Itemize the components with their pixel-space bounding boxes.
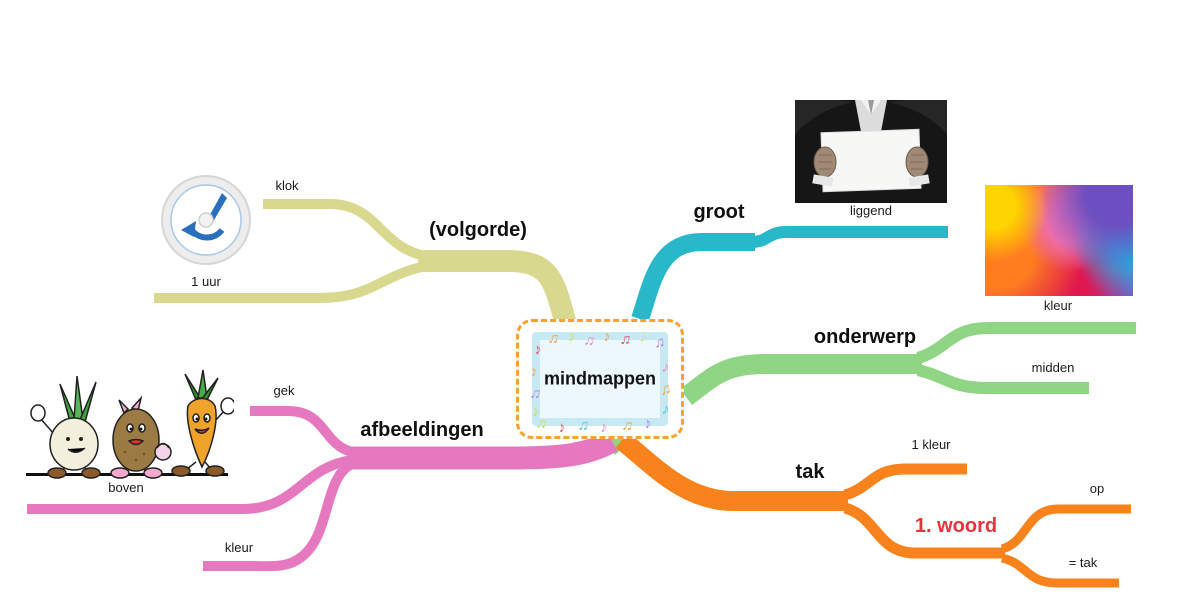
music-note-icon: ♪ <box>601 327 612 346</box>
topic-label-onderwerp[interactable]: onderwerp <box>813 326 917 348</box>
music-frame-image: ♪♫♪♫♪♫♪♫♪♫♪♪♫♪♫♪♫♪♫♪ <box>528 327 673 437</box>
branch-tak[interactable] <box>615 432 848 511</box>
topic-label-midden[interactable]: midden <box>1031 360 1075 375</box>
branch-liggend[interactable] <box>751 226 948 248</box>
music-note-icon: ♫ <box>534 414 549 433</box>
music-note-icon: ♫ <box>546 329 561 348</box>
clock-image[interactable] <box>158 172 254 268</box>
liggend-photo-image[interactable] <box>795 100 947 203</box>
center-topic-label: mindmappen <box>543 368 657 389</box>
topic-label-1uur[interactable]: 1 uur <box>191 274 221 289</box>
ccw-arrowhead-icon <box>181 221 196 237</box>
music-note-icon: ♪ <box>567 327 577 346</box>
music-note-icon: ♪ <box>556 418 568 437</box>
topic-label-volgorde[interactable]: (volgorde) <box>429 219 527 241</box>
branch-klok[interactable] <box>263 199 428 261</box>
vegetables-image[interactable] <box>24 368 234 482</box>
branch-istak[interactable] <box>1000 553 1119 588</box>
music-note-icon: ♫ <box>576 416 591 435</box>
paint-image[interactable] <box>985 185 1133 296</box>
music-note-icon: ♪ <box>528 362 540 381</box>
branch-kleur-top[interactable] <box>916 322 1136 364</box>
topic-label-istak[interactable]: = tak <box>1068 555 1098 570</box>
music-note-icon: ♪ <box>642 414 653 433</box>
branch-afbeeldingen[interactable] <box>348 430 618 470</box>
branch-1kleur[interactable] <box>843 463 967 501</box>
branch-1uur[interactable] <box>154 261 428 303</box>
branch-1woord[interactable] <box>843 502 1005 559</box>
topic-label-groot[interactable]: groot <box>693 201 745 223</box>
topic-label-1woord[interactable]: 1. woord <box>914 515 998 537</box>
topic-label-boven[interactable]: boven <box>108 480 144 495</box>
topic-label-afbeeldingen[interactable]: afbeeldingen <box>360 419 484 441</box>
music-note-icon: ♫ <box>652 333 667 352</box>
topic-label-kleur-afbeeldingen[interactable]: kleur <box>224 540 254 555</box>
music-note-icon: ♫ <box>658 380 673 399</box>
topic-label-op[interactable]: op <box>1089 481 1105 496</box>
music-note-icon: ♪ <box>660 358 672 377</box>
music-note-icon: ♪ <box>532 340 544 359</box>
topic-label-kleur-onderwerp[interactable]: kleur <box>1043 298 1073 313</box>
topic-label-1kleur[interactable]: 1 kleur <box>911 437 951 452</box>
branch-midden[interactable] <box>916 364 1089 394</box>
topic-label-liggend[interactable]: liggend <box>850 203 892 218</box>
branch-boven[interactable] <box>27 455 353 514</box>
topic-label-gek[interactable]: gek <box>273 383 295 398</box>
center-topic[interactable]: ♪♫♪♫♪♫♪♫♪♫♪♪♫♪♫♪♫♪♫♪ mindmappen <box>516 319 684 439</box>
topic-label-tak[interactable]: tak <box>795 461 825 483</box>
music-note-icon: ♫ <box>619 330 633 349</box>
branch-kleur-bottom[interactable] <box>203 459 355 572</box>
music-note-icon: ♫ <box>620 416 635 435</box>
music-note-icon: ♪ <box>599 418 609 437</box>
topic-label-klok[interactable]: klok <box>275 178 299 193</box>
branch-onderwerp[interactable] <box>679 354 922 405</box>
branch-volgorde[interactable] <box>418 250 577 328</box>
music-note-icon: ♫ <box>582 331 597 350</box>
music-note-icon: ♪ <box>638 328 649 347</box>
branch-op[interactable] <box>1000 504 1131 554</box>
music-note-icon: ♫ <box>528 384 543 403</box>
music-note-icon: ♪ <box>660 400 671 419</box>
branch-groot[interactable] <box>631 233 755 322</box>
branch-gek[interactable] <box>250 406 354 457</box>
